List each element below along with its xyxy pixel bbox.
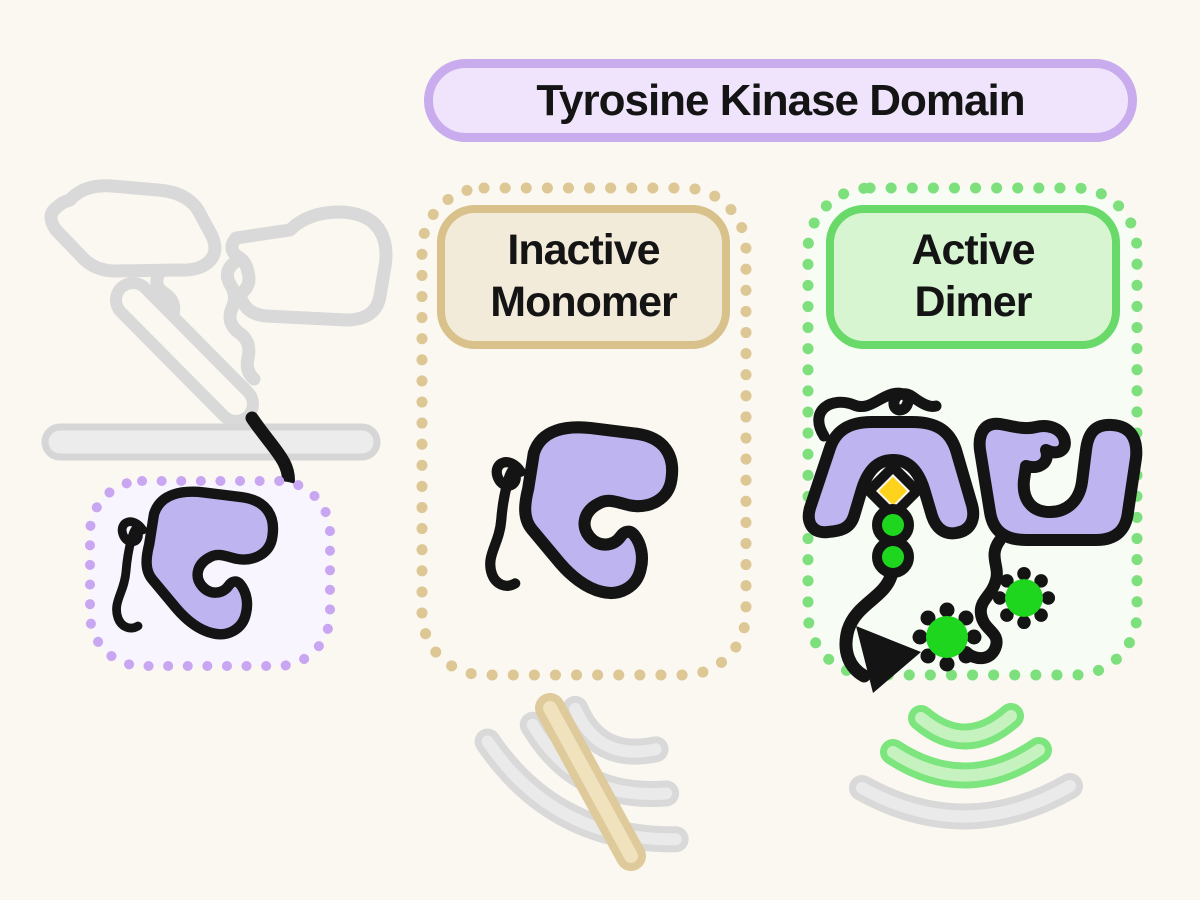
phosphate-dot-icon <box>872 536 914 578</box>
inactive-label-line2: Monomer <box>490 278 677 326</box>
active-label-line2: Dimer <box>914 278 1033 326</box>
title-badge: Tyrosine Kinase Domain <box>424 59 1137 142</box>
title-label: Tyrosine Kinase Domain <box>536 75 1025 125</box>
receptor-ectodomain-icon <box>44 179 222 278</box>
signal-waves-icon <box>849 703 1083 830</box>
receptor-linker <box>220 253 261 386</box>
receptor-helix-core <box>122 289 247 415</box>
inactive-panel-dotted-border <box>416 182 752 681</box>
inactive-monomer-panel <box>416 182 752 681</box>
membrane-icon <box>41 423 381 461</box>
inactive-label-line1: Inactive <box>507 226 660 275</box>
active-dimer-badge: Active Dimer <box>826 205 1120 349</box>
phosphotyrosine-burst-icon <box>912 602 982 672</box>
activation-tail <box>839 569 898 683</box>
inactive-receptor-graphic <box>41 179 393 671</box>
activation-tail <box>960 534 1006 665</box>
kinase-tail-squiggle <box>813 387 942 442</box>
atp-diamond-icon <box>861 459 925 523</box>
kinase-domain-icon <box>802 416 980 540</box>
kinase-domain-icon <box>490 427 672 593</box>
receptor-ectodomain-icon <box>225 205 393 327</box>
active-label-line1: Active <box>911 226 1035 275</box>
phosphotyrosine-burst-icon <box>992 566 1056 630</box>
inactive-monomer-badge: Inactive Monomer <box>437 205 730 349</box>
phosphorylation-arrow-icon <box>856 626 921 693</box>
no-signal-slash-icon <box>535 693 646 871</box>
kinase-domain-icon <box>973 417 1143 546</box>
